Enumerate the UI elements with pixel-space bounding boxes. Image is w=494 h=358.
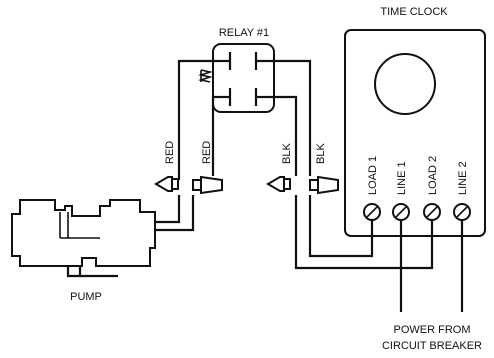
terminal-screw-line-1 (392, 203, 410, 221)
power-label-line1: POWER FROM (394, 324, 471, 336)
wires (155, 59, 464, 312)
red-wire-1 (177, 59, 219, 180)
power-label-line2: CIRCUIT BREAKER (382, 340, 482, 352)
wire-label-blk-1: BLK (281, 143, 293, 164)
relay-label: RELAY #1 (219, 27, 269, 39)
pump-base (66, 266, 82, 278)
relay-contacts (219, 52, 270, 106)
wire-connector-red-right (192, 175, 223, 195)
terminal-screw-load-1 (363, 203, 381, 221)
red-wire-pump-1 (155, 195, 181, 224)
wire-connectors (154, 175, 339, 195)
time-clock (344, 29, 486, 237)
blk-wire-1 (270, 95, 298, 176)
pump-label: PUMP (70, 291, 102, 303)
terminal-screw-load-2 (423, 203, 441, 221)
time-clock-dial (374, 53, 436, 115)
terminal-label-load-2: LOAD 2 (427, 156, 439, 195)
red-wire-pump-2 (155, 195, 195, 232)
wire-connector-blk-right (309, 175, 339, 195)
red-wire-2 (211, 95, 219, 176)
terminal-label-line-2: LINE 2 (457, 161, 469, 195)
blk-wire-clock-2 (308, 195, 374, 258)
relay (198, 43, 275, 113)
relay-housing (212, 43, 275, 113)
wire-label-blk-2: BLK (315, 143, 327, 164)
wire-label-red-2: RED (201, 141, 213, 164)
blk-wire-clock-1 (294, 195, 434, 270)
terminal-screw-line-2 (453, 203, 471, 221)
blk-wire-2 (270, 59, 312, 176)
terminal-label-line-1: LINE 1 (396, 161, 408, 195)
time-clock-label: TIME CLOCK (380, 6, 448, 18)
pump (11, 199, 156, 278)
pump-body (11, 199, 156, 267)
wire-connector-blk-left (266, 176, 291, 192)
relay-coil (198, 69, 213, 83)
wire-label-red-1: RED (164, 141, 176, 164)
wire-connector-red-left (154, 176, 179, 192)
terminal-label-load-1: LOAD 1 (367, 156, 379, 195)
